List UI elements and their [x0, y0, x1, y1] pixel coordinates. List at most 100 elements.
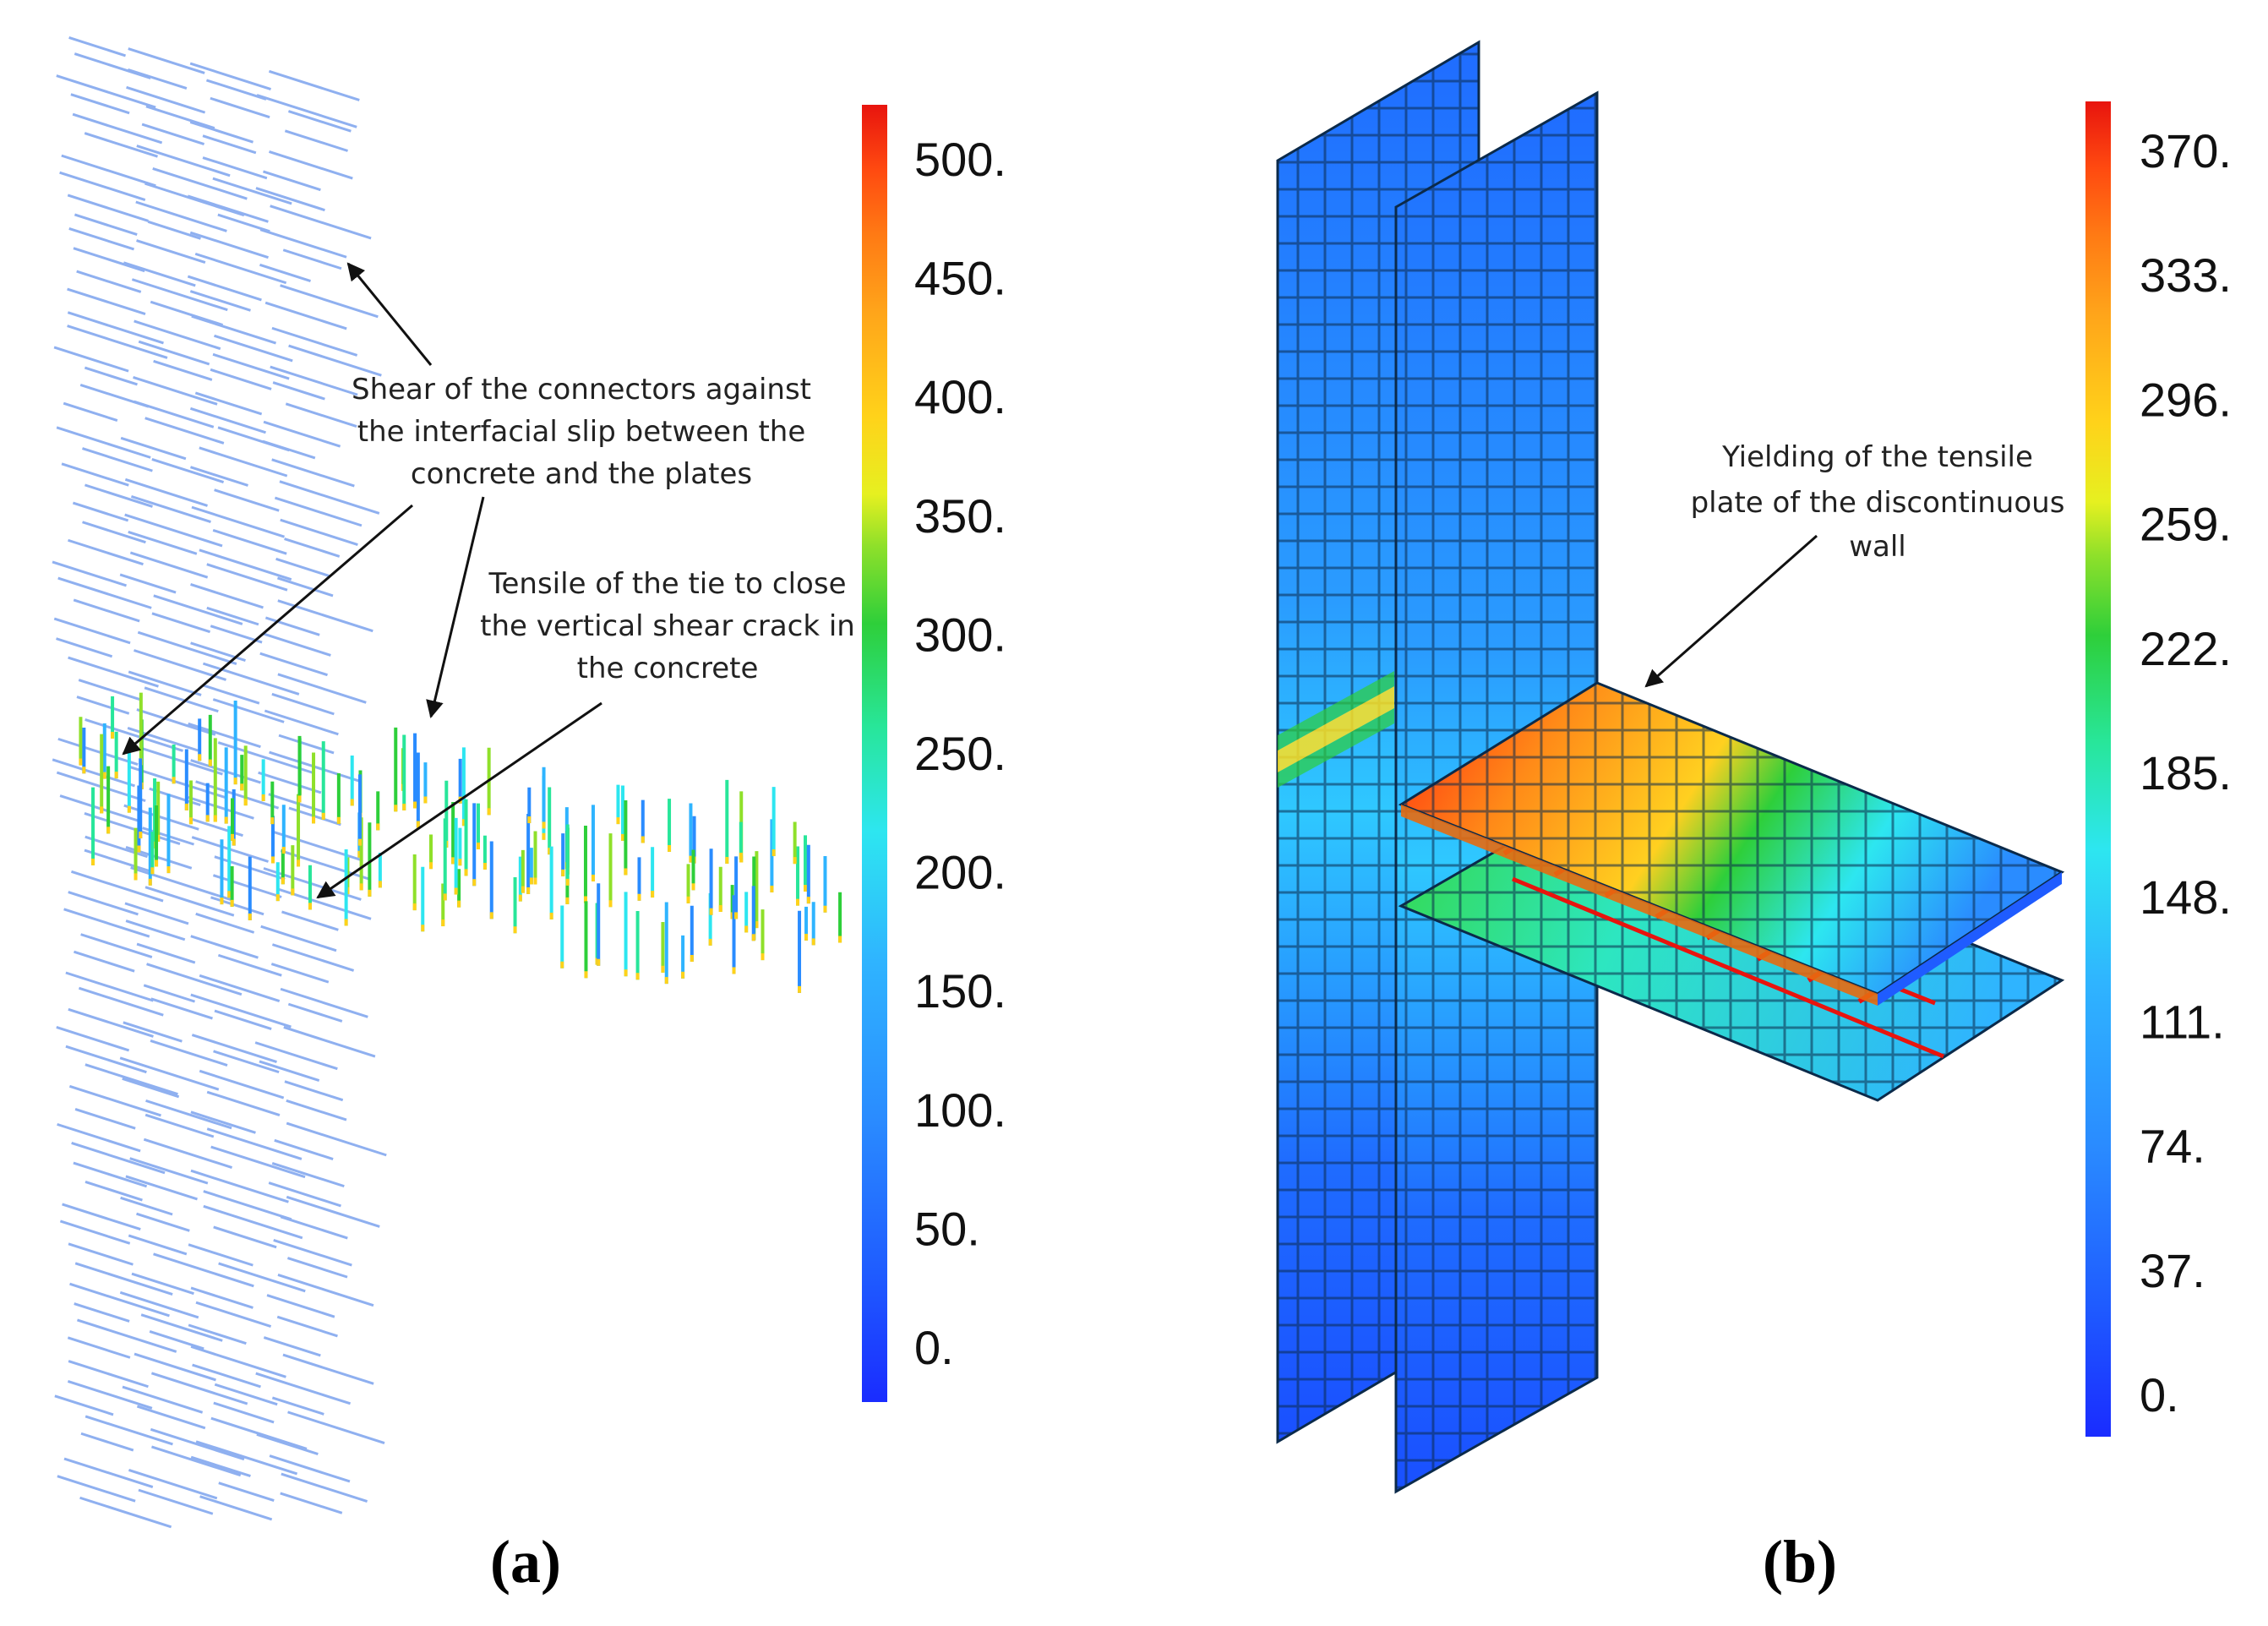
connector-line — [85, 1180, 143, 1202]
connector-line — [84, 848, 152, 873]
connector-line — [125, 1175, 198, 1201]
colorbar-tick-label: 333. — [2140, 248, 2232, 302]
wall-crack-band — [1278, 686, 1394, 772]
connector-line — [195, 1301, 272, 1328]
connector-line — [254, 1041, 338, 1071]
connector-line — [68, 1242, 134, 1266]
arrow-shear-left — [122, 504, 413, 756]
connector-line — [191, 1034, 277, 1064]
connector-line — [190, 1286, 254, 1309]
annotation-tie-line-3: the concrete — [577, 652, 759, 685]
connector-line — [63, 401, 118, 423]
colorbar-tick-label: 222. — [2140, 622, 2232, 675]
connector-line — [210, 896, 264, 916]
connector-line — [153, 359, 213, 381]
connector-line — [85, 1063, 178, 1096]
connector-line — [213, 1225, 277, 1249]
connector-line — [286, 1257, 348, 1279]
annotation-shear: Shear of the connectors against the inte… — [122, 262, 811, 756]
connector-line — [150, 1372, 248, 1405]
connector-line — [129, 1157, 209, 1185]
connector-line — [57, 1475, 136, 1503]
connector-line — [202, 662, 300, 696]
annotation-shear-line-3: concrete and the plates — [411, 457, 752, 491]
connector-line — [144, 886, 235, 917]
colorbar-tick-label: 450. — [914, 252, 1006, 305]
connector-line — [128, 765, 228, 799]
connector-line — [54, 1394, 114, 1416]
connector-line — [136, 1212, 190, 1232]
tie-field — [79, 692, 842, 993]
connector-line — [195, 1440, 298, 1476]
connector-line — [259, 228, 347, 259]
connector-line — [190, 1169, 289, 1203]
connector-line — [213, 1401, 275, 1424]
connector-line — [266, 1294, 335, 1318]
panel-label-b: (b) — [1763, 1528, 1837, 1596]
connector-line — [138, 340, 210, 366]
panel-b: 370.333.296.259.222.185.148.111.74.37.0.… — [1276, 40, 2232, 1596]
connector-line — [256, 94, 357, 128]
connector-line — [210, 368, 272, 390]
connector-line — [68, 538, 144, 566]
connector-line — [255, 187, 325, 212]
connector-line — [206, 1127, 303, 1160]
connector-line — [189, 290, 251, 312]
connector-line — [187, 194, 269, 223]
connector-line — [153, 594, 243, 625]
connector-line — [68, 1007, 154, 1038]
connector-line — [145, 105, 215, 130]
connector-line — [61, 462, 129, 487]
connector-line — [199, 1069, 285, 1099]
connector-line — [71, 870, 164, 903]
connector-line — [259, 263, 311, 282]
annotation-tie: Tensile of the tie to close the vertical… — [316, 567, 855, 899]
connector-line — [190, 1345, 286, 1378]
connector-line — [191, 505, 285, 538]
connector-line — [264, 301, 347, 330]
colorbar-tick-label: 185. — [2140, 746, 2232, 799]
connector-line — [124, 902, 189, 925]
arrow-yield — [1644, 534, 1818, 688]
connector-line — [280, 284, 379, 319]
connector-line — [189, 466, 248, 487]
connector-line — [263, 632, 331, 657]
connector-line — [136, 145, 231, 177]
connector-line — [63, 1457, 154, 1489]
connector-line — [218, 1262, 306, 1293]
connector-line — [57, 737, 139, 766]
connector-line — [218, 1481, 275, 1503]
connector-line — [202, 684, 260, 705]
connector-line — [65, 971, 154, 1002]
connector-line — [270, 963, 330, 984]
connector-line — [194, 391, 263, 416]
connector-line — [144, 686, 219, 713]
connector-line — [56, 637, 113, 658]
connector-line — [124, 513, 223, 548]
connector-line — [195, 780, 280, 810]
connector-line — [67, 311, 164, 345]
connector-line — [62, 1203, 141, 1231]
connector-line — [78, 986, 164, 1017]
connector-line — [82, 521, 146, 544]
connector-line — [281, 910, 339, 931]
colorbar-tick-label: 0. — [2140, 1368, 2179, 1421]
annotation-shear-line-1: Shear of the connectors against — [352, 373, 811, 406]
connector-line — [214, 1383, 278, 1406]
connector-line — [280, 1215, 348, 1240]
connector-line — [287, 1410, 385, 1444]
connector-line — [146, 963, 243, 996]
connector-line — [78, 679, 140, 701]
connector-line — [135, 200, 227, 232]
connector-line — [82, 447, 153, 472]
panel-label-a: (a) — [490, 1528, 561, 1596]
connector-line — [260, 925, 337, 952]
annotation-tie-line-1: Tensile of the tie to close — [488, 567, 847, 601]
connector-line — [123, 1021, 183, 1043]
connector-line — [134, 400, 215, 428]
connector-line — [136, 708, 216, 736]
connector-line — [65, 1045, 147, 1074]
connector-line — [76, 1318, 177, 1353]
connector-line — [280, 1492, 343, 1514]
connector-line — [202, 156, 268, 180]
